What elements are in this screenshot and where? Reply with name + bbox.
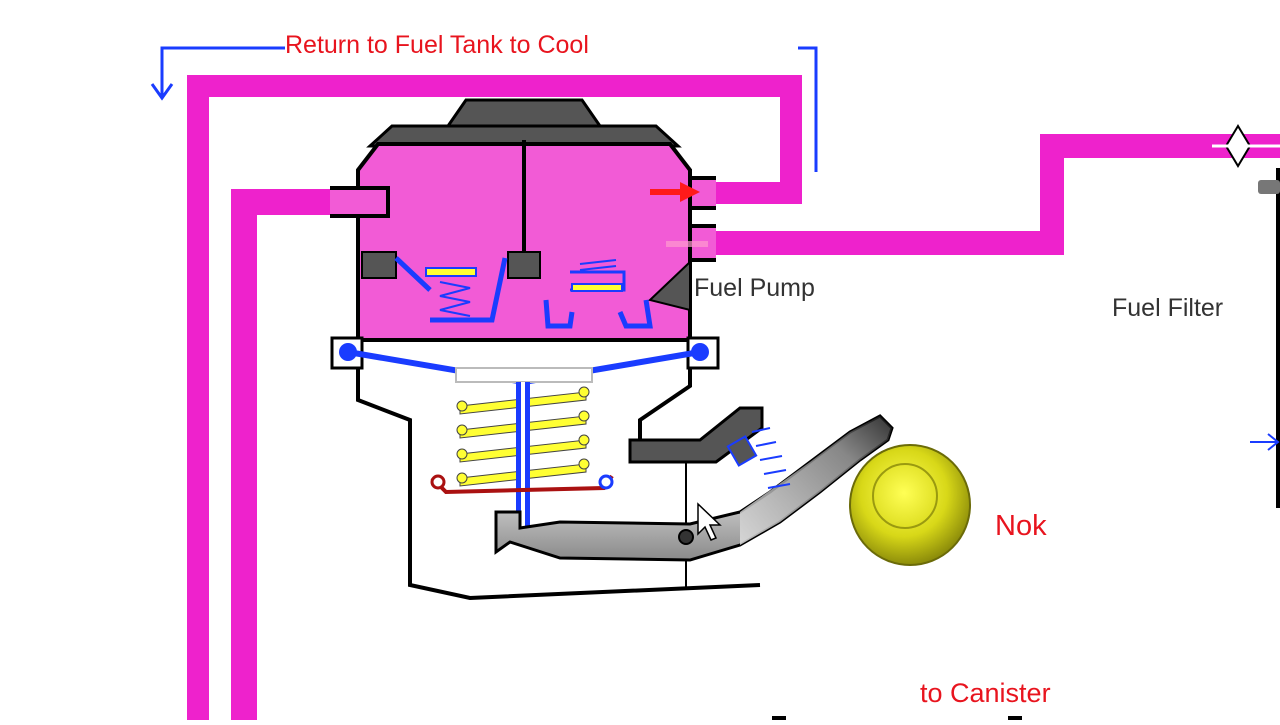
rocker-bracket — [628, 406, 791, 489]
fuel-filter — [1212, 124, 1280, 508]
nok-label: Nok — [995, 510, 1047, 542]
return-arrow-icon — [150, 46, 818, 172]
outlet-valve — [543, 259, 653, 329]
pull-rod — [516, 382, 530, 540]
flow-arrow-icon — [650, 182, 708, 247]
fuel-pump-label: Fuel Pump — [694, 274, 815, 302]
fuel-filter-label: Fuel Filter — [1112, 294, 1224, 322]
return-line — [187, 75, 802, 720]
cam-lobe — [849, 444, 971, 566]
inlet-valve — [394, 256, 508, 323]
rocker-arm — [494, 414, 894, 562]
cursor-pointer-icon — [697, 502, 722, 541]
bottom-edge-parts — [772, 716, 1022, 720]
to-canister-label: to Canister — [920, 678, 1051, 708]
outlet-line — [716, 134, 1280, 255]
pump-housing — [330, 98, 720, 370]
return-to-fuel-tank-label: Return to Fuel Tank to Cool — [285, 31, 589, 59]
oil-seal — [430, 474, 614, 495]
inlet-line — [231, 189, 330, 720]
